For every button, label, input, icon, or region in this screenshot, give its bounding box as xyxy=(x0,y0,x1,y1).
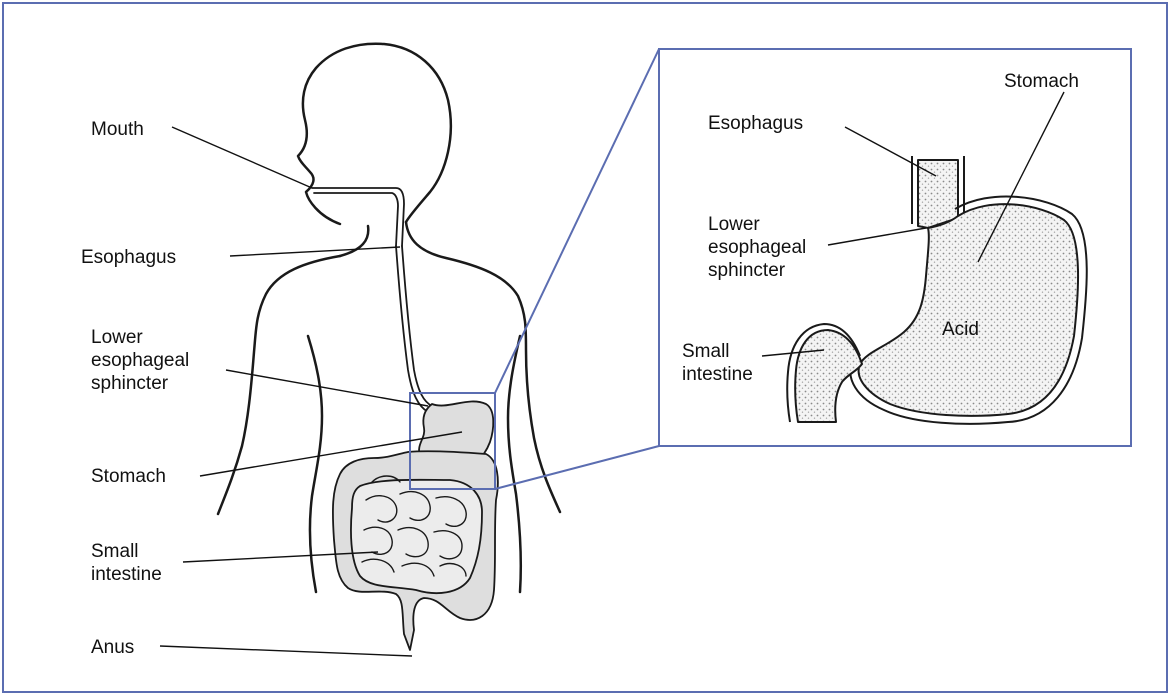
oral-passage-inner xyxy=(314,193,398,246)
label-small-intestine: Small intestine xyxy=(91,540,162,586)
inset-label-acid: Acid xyxy=(942,318,979,341)
left-shoulder-arm xyxy=(218,256,340,514)
esophagus-tube-inner xyxy=(396,246,428,412)
label-esophagus: Esophagus xyxy=(81,246,176,269)
right-armpit xyxy=(508,336,521,592)
inset-label-stomach: Stomach xyxy=(1004,70,1079,93)
inset-label-esophagus: Esophagus xyxy=(708,112,803,135)
esophagus-tube xyxy=(402,246,432,406)
leader-mouth xyxy=(172,127,312,188)
label-anus: Anus xyxy=(91,636,134,659)
leader-esophagus xyxy=(230,247,400,256)
label-lower-esophageal-sphincter: Lower esophageal sphincter xyxy=(91,326,189,395)
digestive-tract xyxy=(312,188,498,650)
neck-left xyxy=(340,226,368,256)
left-armpit xyxy=(308,336,322,592)
inset-label-lower-esophageal-sphincter: Lower esophageal sphincter xyxy=(708,213,806,282)
zoom-connector-bottom xyxy=(495,446,659,489)
zoom-connector-top xyxy=(495,49,659,393)
label-mouth: Mouth xyxy=(91,118,144,141)
inset-label-small-intestine: Small intestine xyxy=(682,340,753,386)
leader-sphincter xyxy=(226,370,428,406)
head-outline xyxy=(298,44,451,224)
label-stomach: Stomach xyxy=(91,465,166,488)
leader-anus xyxy=(160,646,412,656)
